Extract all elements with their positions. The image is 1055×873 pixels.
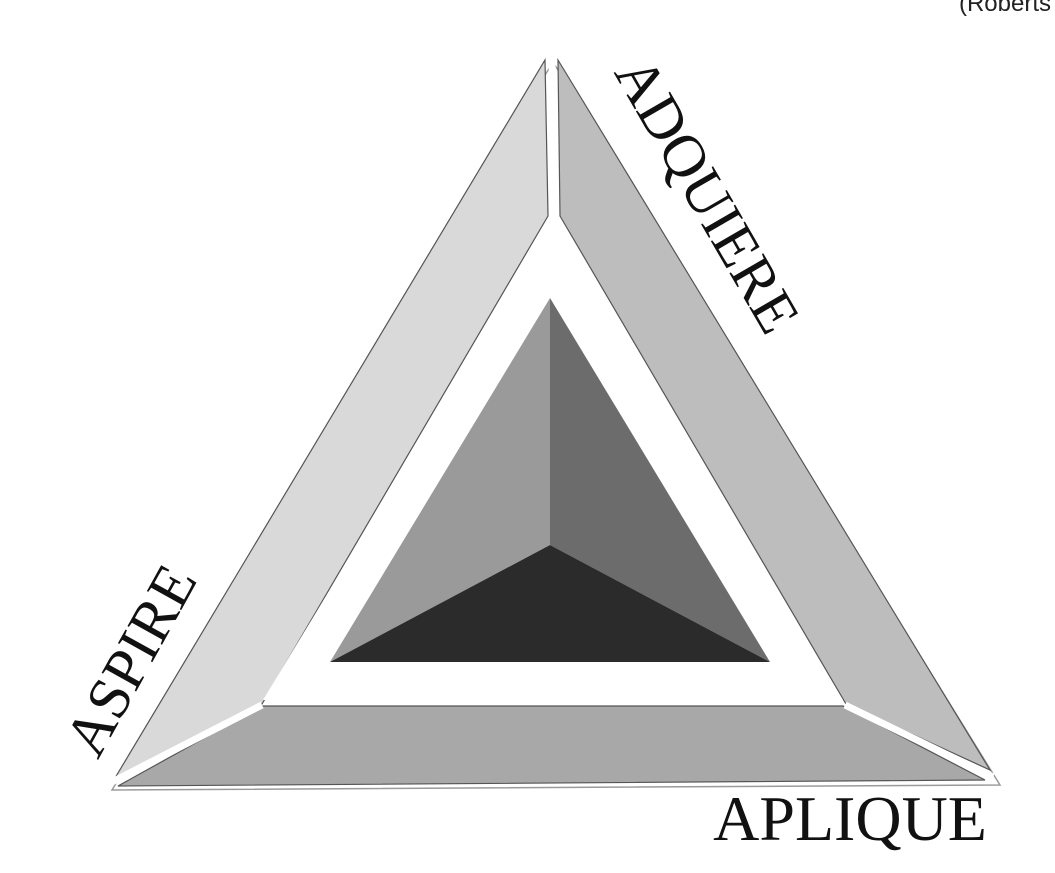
aplique-band: [118, 706, 985, 786]
label-aplique: APLIQUE: [713, 783, 987, 854]
separator-top: [552, 58, 554, 216]
